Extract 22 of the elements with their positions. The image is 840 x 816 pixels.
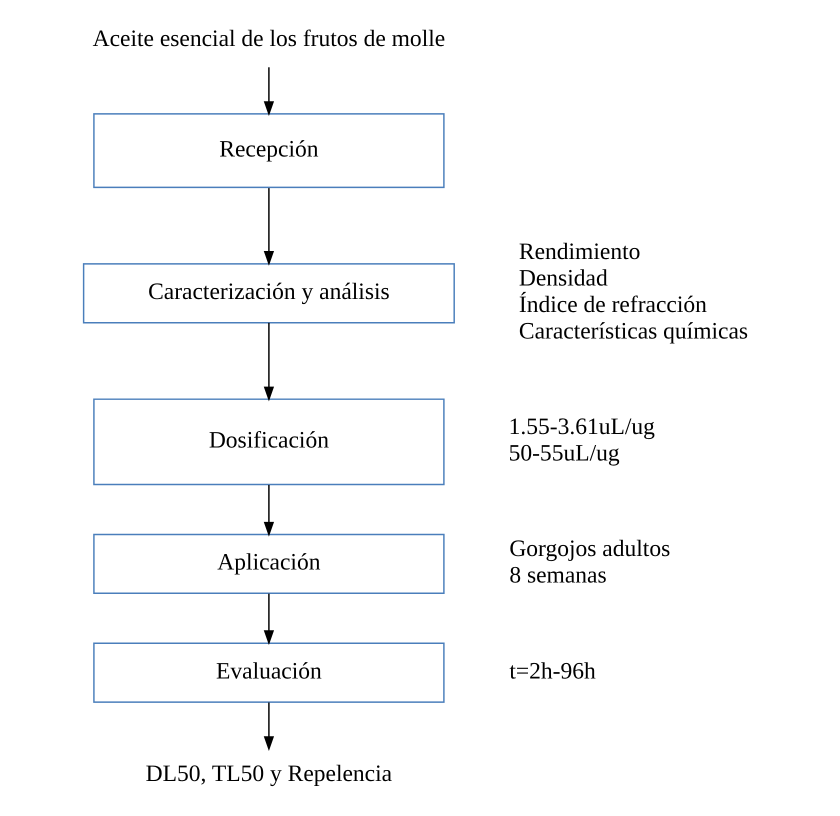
node-label: Gorgojos adultos [509, 536, 670, 562]
node-box: Evaluación [93, 642, 445, 703]
arrow [264, 484, 274, 537]
node-box: Aplicación [93, 534, 445, 594]
node-label: 8 semanas [509, 562, 607, 589]
node-label: Características químicas [518, 318, 748, 345]
arrow [264, 67, 274, 116]
node-label: t=2h-96h [509, 658, 596, 684]
node-label: Densidad [518, 266, 608, 292]
arrow [264, 188, 274, 266]
node-box: Caracterización y análisis [82, 263, 455, 324]
arrow [264, 322, 274, 402]
node-text: DL50, TL50 y Repelencia [146, 761, 392, 788]
node-label: Rendimiento [518, 239, 640, 266]
node-box: Recepción [93, 113, 445, 188]
node-box: Dosificación [93, 398, 445, 486]
arrow [264, 702, 274, 751]
node-text: Aceite esencial de los frutos de molle [92, 26, 446, 52]
node-label: Índice de refracción [518, 292, 707, 318]
node-label: 1.55-3.61uL/ug [508, 414, 655, 440]
arrow [264, 594, 274, 645]
node-label: 50-55uL/ug [508, 440, 620, 467]
